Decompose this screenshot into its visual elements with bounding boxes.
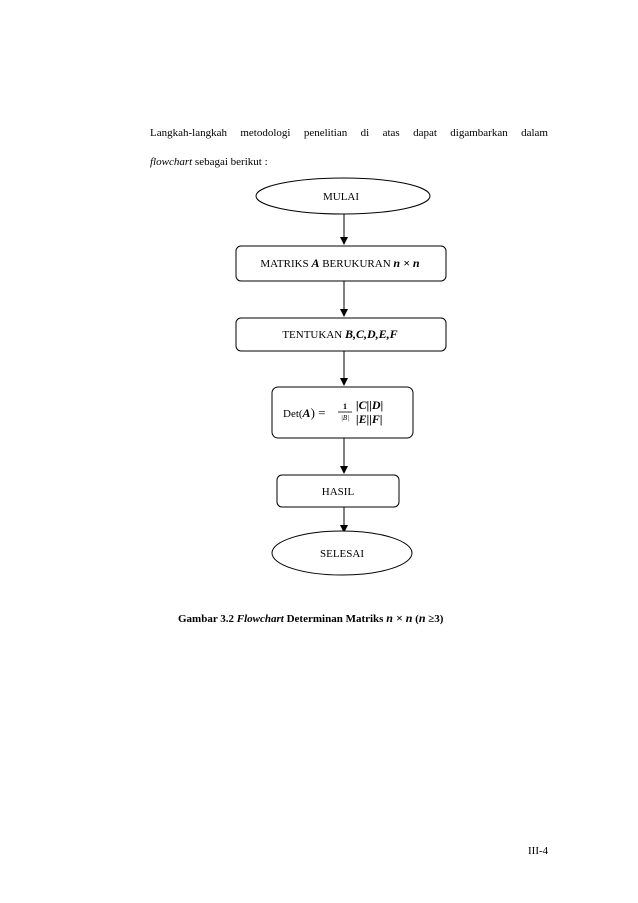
step1-prefix: MATRIKS [260, 258, 311, 270]
step2-node: TENTUKAN B,C,D,E,F [235, 317, 447, 352]
step1-dim: n × n [393, 256, 420, 270]
caption-cond: ≥3) [425, 613, 444, 625]
intro-line-2-rest: sebagai berikut : [192, 156, 268, 168]
caption-math-n: n [418, 611, 426, 625]
step3-matrix-row1: |C||D| [356, 398, 383, 412]
figure-caption: Gambar 3.2 Flowchart Determinan Matriks … [178, 611, 443, 626]
step2-label: TENTUKAN B,C,D,E,F [282, 327, 397, 341]
step2-vars: B,C,D,E,F [344, 327, 398, 341]
step1-node: MATRIKS A BERUKURAN n × n [235, 245, 447, 282]
intro-line-1: Langkah-langkah metodologi penelitian di… [150, 127, 548, 139]
step3-prefix: Det( [283, 408, 303, 420]
step3-fraction-den: |B| [341, 414, 349, 422]
step1-var: A [310, 256, 319, 270]
step4-node: HASIL [276, 474, 400, 508]
end-label: SELESAI [320, 548, 364, 560]
step1-mid: BERUKURAN [319, 258, 393, 270]
step1-label: MATRIKS A BERUKURAN n × n [260, 256, 420, 270]
step3-det-label: Det(A) = [283, 405, 325, 420]
page-number: III-4 [528, 845, 549, 857]
step3-node: Det(A) = 1 |B| |C||D| |E||F| [271, 386, 414, 439]
caption-paren-open: ( [412, 613, 419, 625]
end-node: SELESAI [271, 530, 413, 576]
step4-label: HASIL [322, 486, 355, 498]
caption-prefix: Gambar 3.2 [178, 613, 237, 625]
step2-prefix: TENTUKAN [282, 329, 345, 341]
intro-flowchart-word: flowchart [150, 156, 193, 168]
intro-line-2: flowchart sebagai berikut : [150, 148, 548, 177]
start-node: MULAI [255, 177, 431, 215]
caption-rest: Determinan Matriks [283, 613, 387, 625]
step3-matrix-row2: |E||F| [356, 412, 383, 426]
caption-italic: Flowchart [236, 613, 284, 625]
step3-fraction-num: 1 [343, 402, 347, 411]
start-label: MULAI [323, 191, 359, 203]
caption-math: n × n [386, 611, 413, 625]
step3-var: A [302, 406, 311, 420]
step3-suffix: ) = [311, 405, 326, 420]
intro-paragraph: Langkah-langkah metodologi penelitian di… [150, 119, 548, 177]
